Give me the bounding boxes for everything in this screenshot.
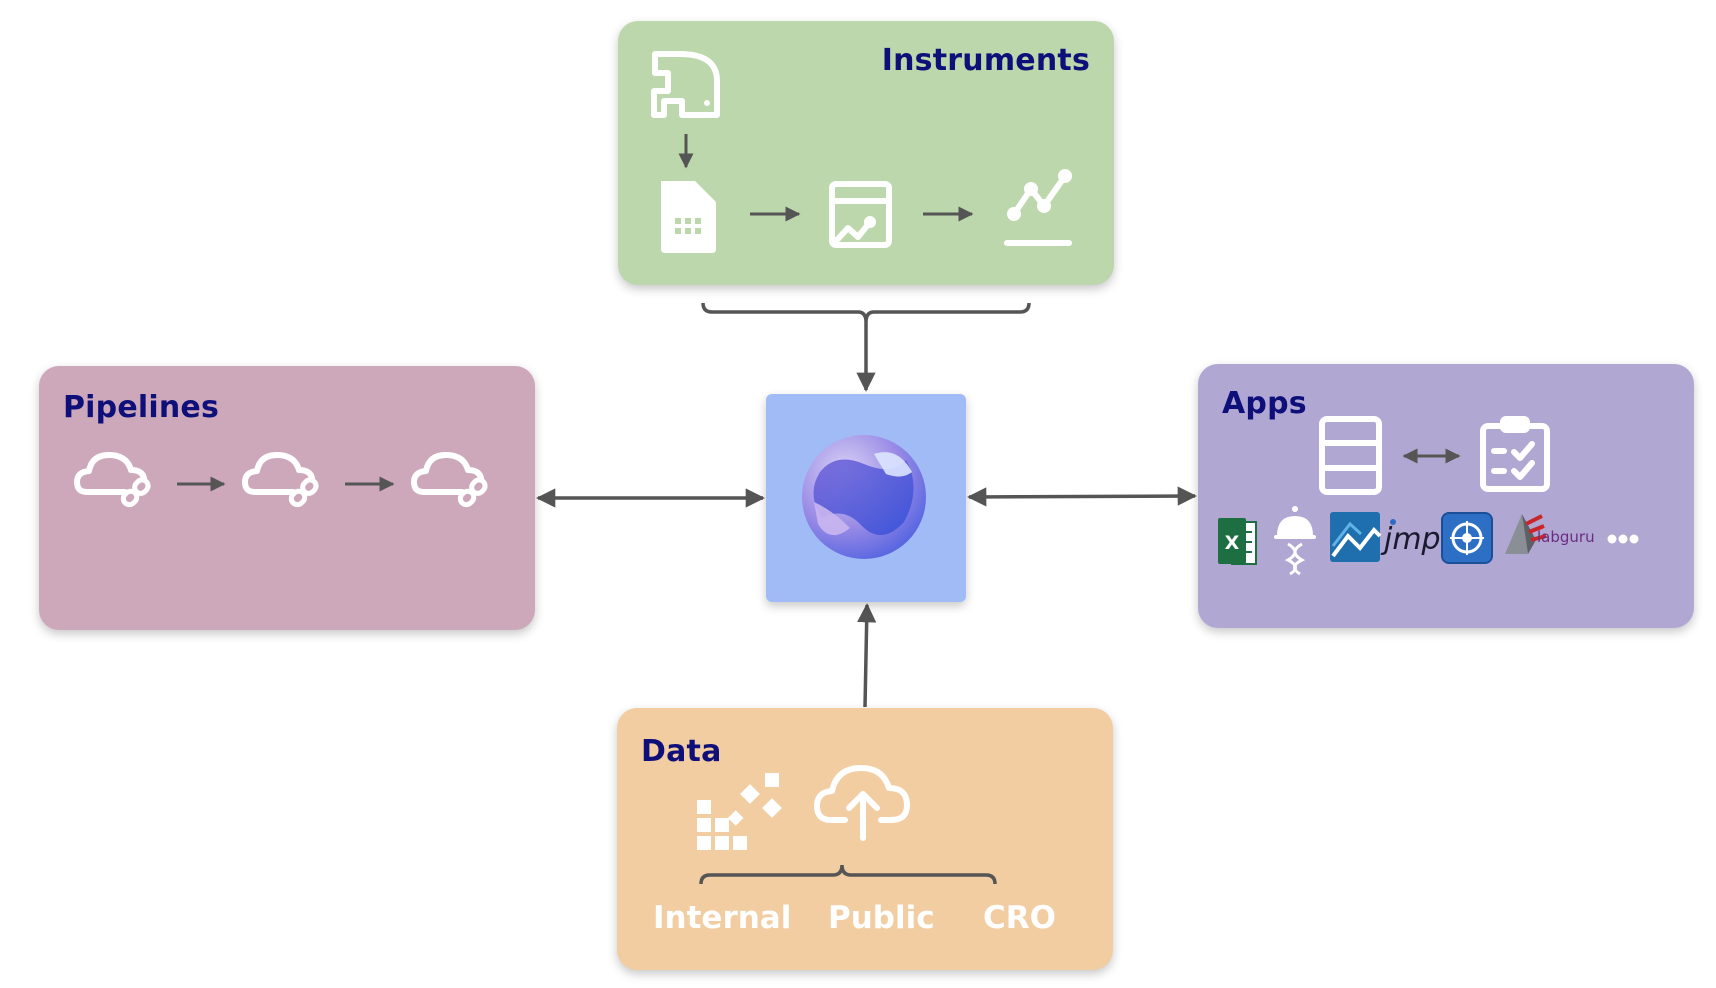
hub-panel (766, 394, 966, 602)
dna-robot-icon (1274, 506, 1316, 576)
data-blocks-icon (697, 773, 782, 850)
cloud-link-icon (77, 455, 151, 507)
labguru-logo: labguru (1537, 528, 1595, 546)
trend-chart-icon (1004, 169, 1072, 246)
analysis-window-icon (829, 181, 892, 248)
data-sources-brace (699, 864, 997, 885)
jmp-logo: jmp (1380, 519, 1441, 557)
instruments-title: Instruments (881, 43, 1090, 78)
instrument-machine-icon (651, 51, 720, 118)
svg-text:labguru: labguru (1537, 528, 1595, 546)
platform-logo-icon (802, 435, 926, 559)
pipelines-title: Pipelines (63, 390, 220, 425)
instruments-brace (701, 302, 1031, 323)
data-title: Data (641, 734, 722, 769)
cloud-upload-icon (814, 765, 910, 841)
data-source-public: Public (828, 900, 935, 936)
excel-icon: X (1218, 518, 1257, 565)
spreadsheet-file-icon (661, 181, 716, 253)
instruments-panel: Instruments (618, 21, 1114, 285)
clipboard-checklist-icon (1480, 416, 1550, 492)
hub-apps-arrow (967, 486, 1197, 507)
apps-content: X jmp lab (1218, 416, 1639, 576)
target-icon (1441, 512, 1493, 564)
svg-text:jmp: jmp (1380, 522, 1441, 557)
data-to-hub-arrow (857, 603, 877, 708)
apps-panel: Apps X (1198, 364, 1694, 628)
data-source-internal: Internal (653, 900, 792, 936)
database-icon (1319, 416, 1382, 495)
data-panel: Data Internal Public CRO (617, 708, 1113, 970)
data-content (697, 765, 997, 885)
cloud-link-icon (414, 455, 488, 507)
pipelines-panel: Pipelines (39, 366, 535, 630)
cloud-link-icon (245, 455, 319, 507)
more-icon (1607, 534, 1639, 544)
instruments-workflow (651, 51, 1072, 253)
pipelines-workflow (39, 366, 535, 630)
svg-text:X: X (1225, 532, 1240, 554)
pyramid-icon (1505, 514, 1547, 554)
data-source-cro: CRO (983, 900, 1056, 936)
apps-title: Apps (1222, 386, 1307, 421)
mountain-icon (1330, 512, 1382, 562)
